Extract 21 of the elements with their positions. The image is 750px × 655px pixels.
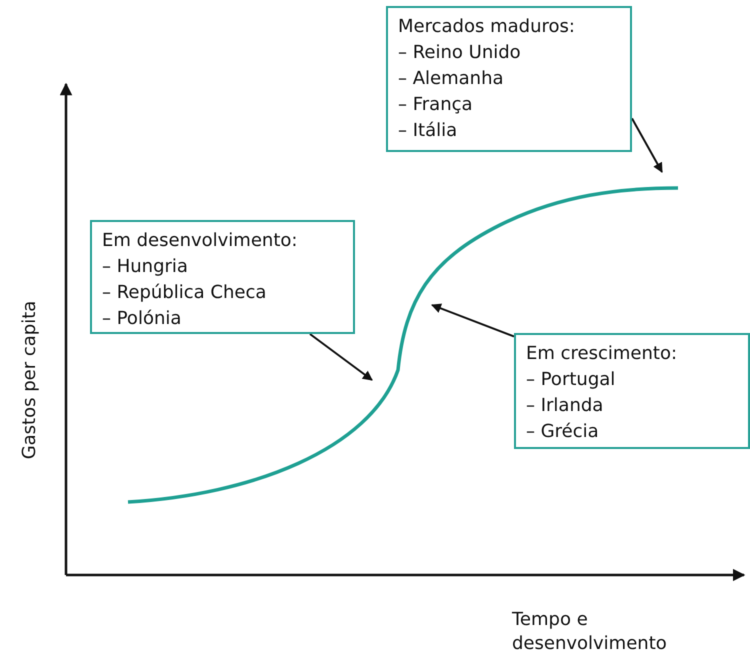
list-item: – Hungria [102,255,189,279]
list-item: – Itália [398,119,458,143]
callout-heading: Mercados maduros: [398,15,576,39]
list-item: – Polónia [102,307,182,331]
callout-heading: Em desenvolvimento: [102,229,298,253]
callout-box [386,6,632,152]
axis-title: Tempo e desenvolvimento [512,608,668,655]
arrow [309,333,373,381]
list-item: – Reino Unido [398,41,522,65]
list-item: – Grécia [526,420,600,444]
callout-box [514,333,750,449]
list-item: – França [398,93,474,117]
callout-heading: Em crescimento: [526,342,678,366]
list-item: – República Checa [102,281,268,305]
arrow [631,118,663,173]
list-item: – Irlanda [526,394,604,418]
axis-title: Gastos per capita [18,300,41,462]
list-item: – Alemanha [398,67,505,91]
callout-box [90,220,355,334]
arrow [431,304,514,338]
list-item: – Portugal [526,368,616,392]
